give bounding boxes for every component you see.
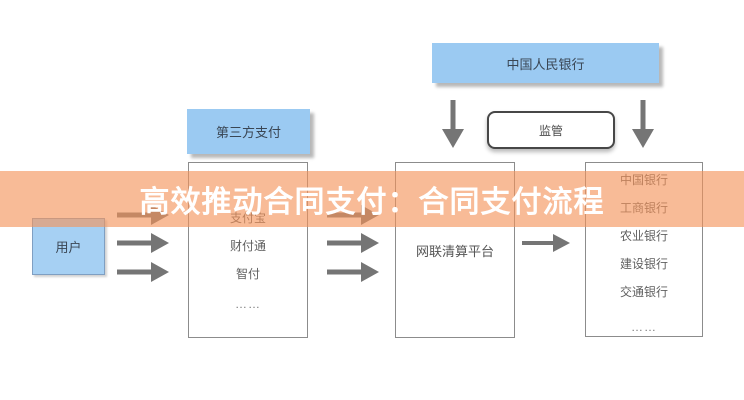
list-item-zhifu: 智付 — [235, 267, 260, 281]
list-item-ccb: 建设银行 — [619, 257, 668, 271]
node-central-bank: 中国人民银行 — [432, 43, 659, 83]
arrow-right-icon — [117, 261, 169, 283]
third-party-header-label: 第三方支付 — [215, 125, 281, 140]
clearing-platform-label: 网联清算平台 — [415, 243, 494, 259]
list-item-ellipsis: …… — [631, 320, 657, 334]
list-item-bocom: 交通银行 — [619, 285, 668, 299]
page-title: 高效推动合同支付：合同支付流程 — [139, 186, 605, 219]
arrow-down-icon — [631, 100, 655, 148]
supervision-label: 监管 — [538, 123, 563, 138]
list-item-abc: 农业银行 — [619, 229, 668, 243]
arrow-right-icon — [327, 261, 379, 283]
arrow-right-icon — [117, 232, 169, 254]
arrow-right-icon — [327, 232, 379, 254]
node-user: 用户 — [32, 218, 105, 275]
user-label: 用户 — [55, 240, 82, 255]
title-banner: 高效推动合同支付：合同支付流程 — [0, 171, 744, 227]
arrow-down-icon — [441, 100, 465, 148]
list-item-tenpay: 财付通 — [229, 239, 266, 253]
arrow-right-icon — [522, 232, 570, 254]
node-third-party-header: 第三方支付 — [187, 109, 310, 154]
list-item-ellipsis: …… — [235, 297, 261, 311]
node-supervision: 监管 — [487, 111, 615, 149]
central-bank-label: 中国人民银行 — [506, 56, 585, 72]
